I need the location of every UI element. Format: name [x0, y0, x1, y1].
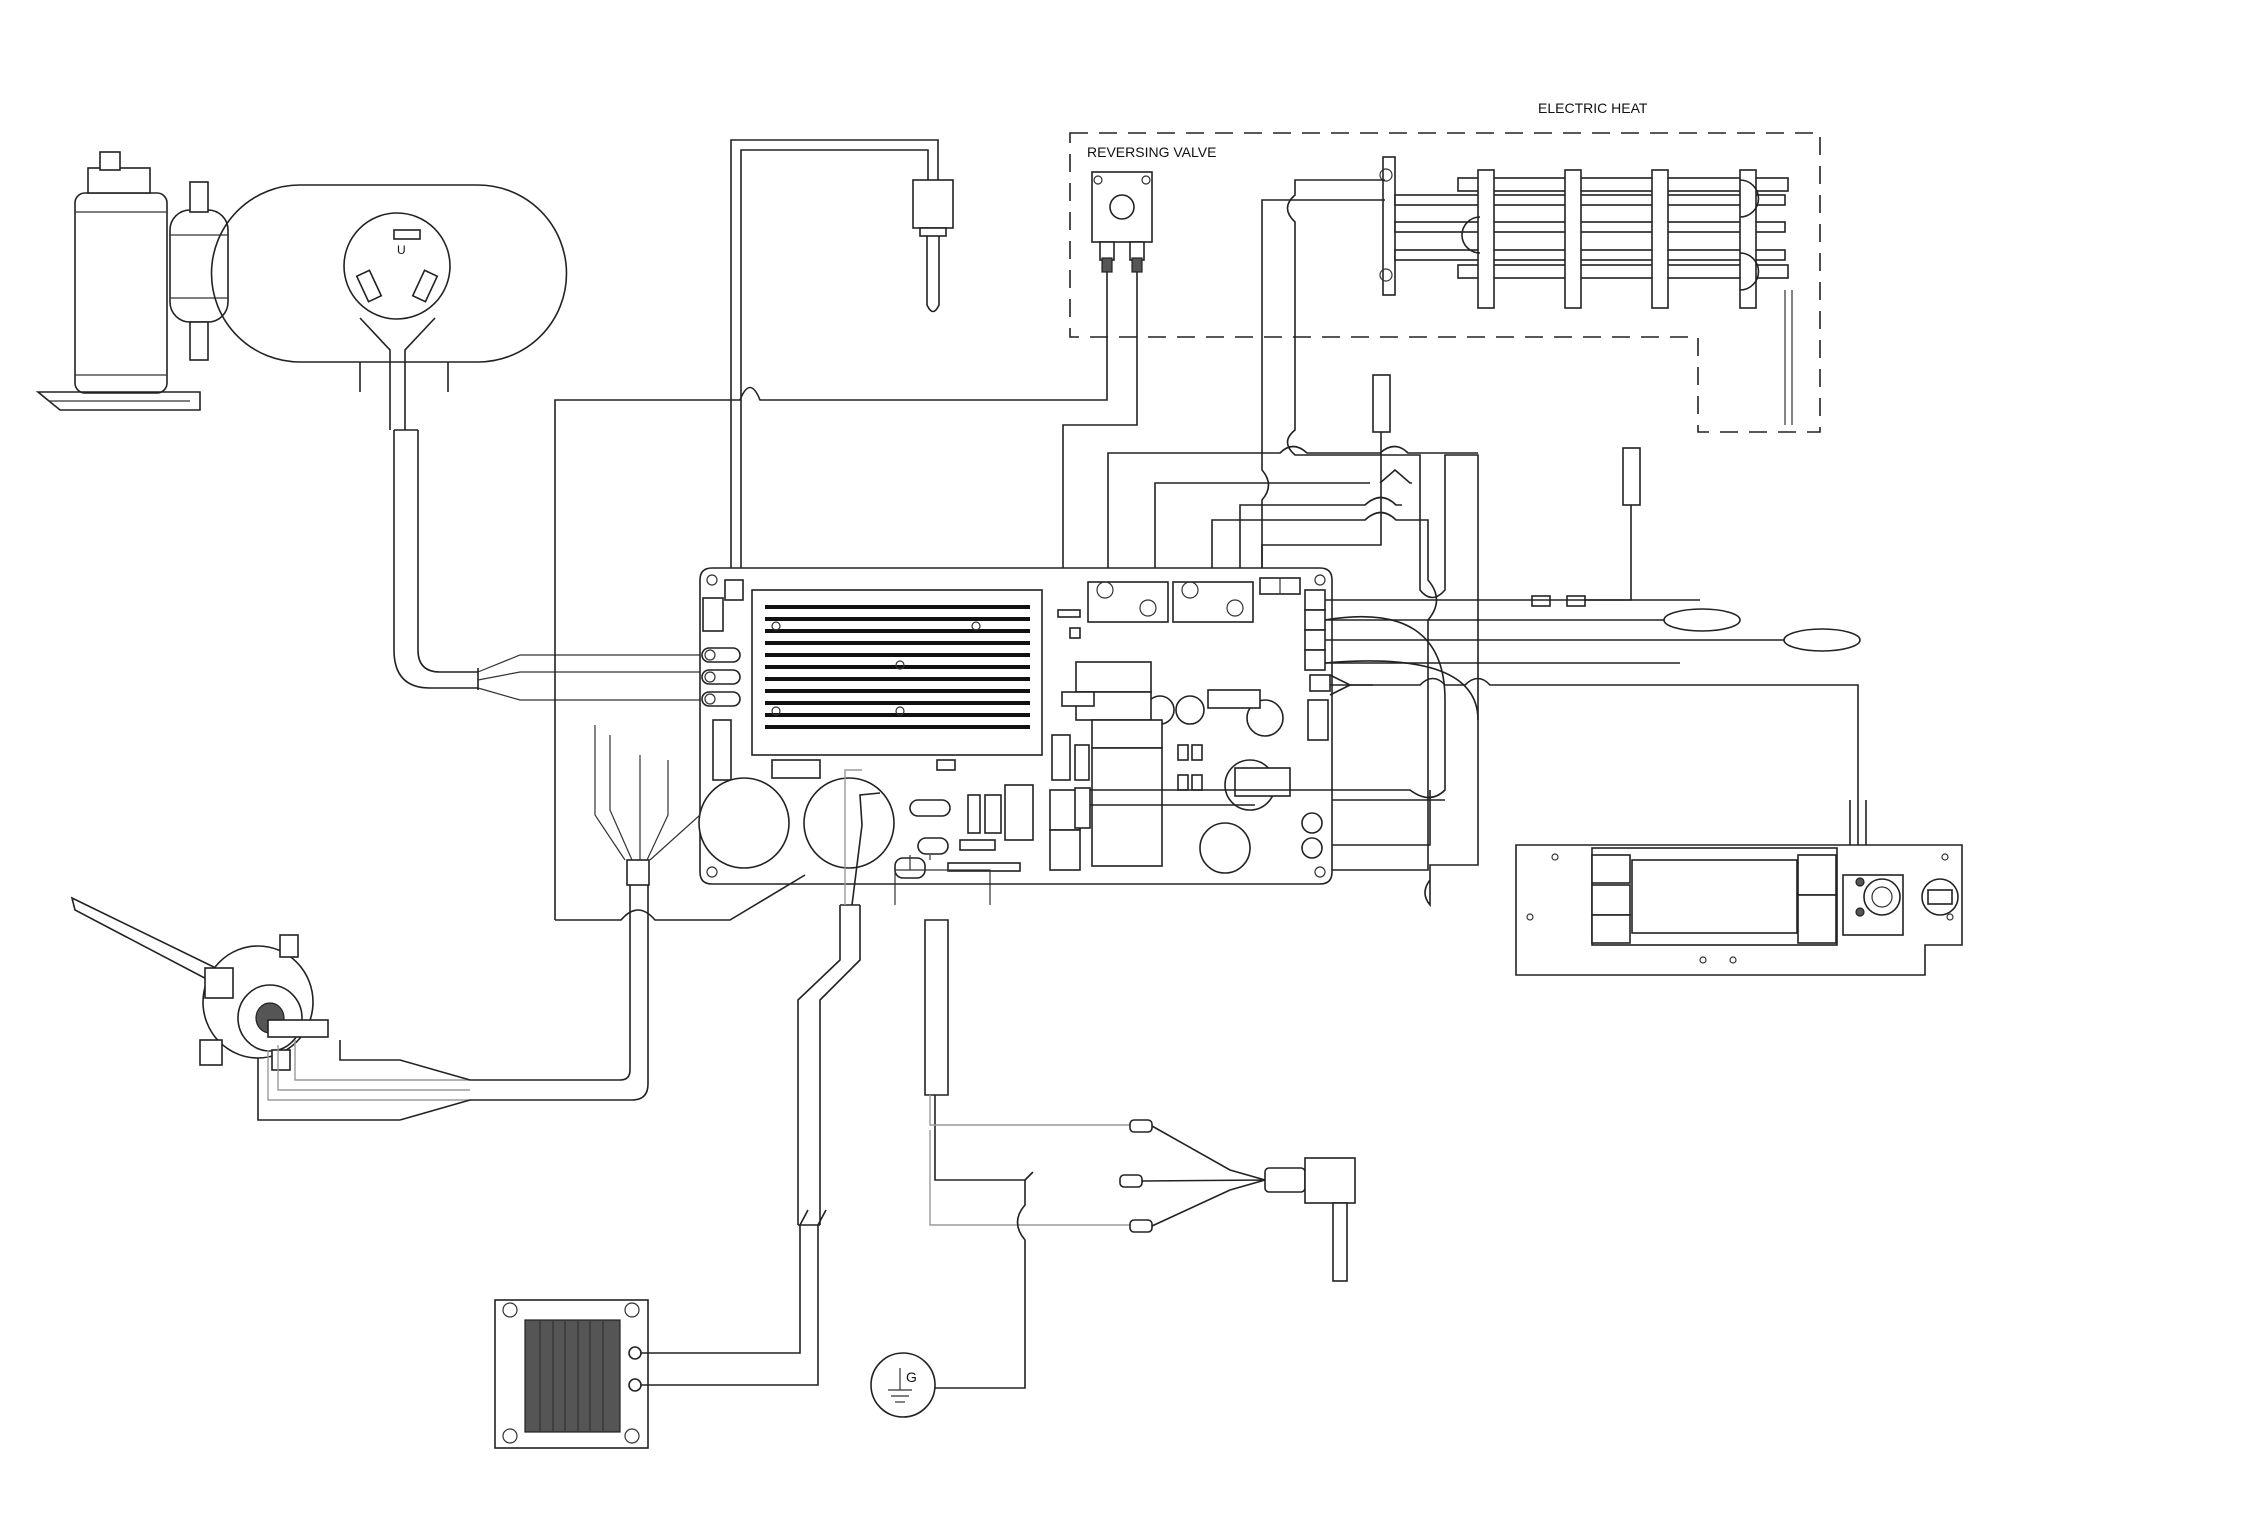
reversing-valve [1092, 172, 1152, 272]
plug-terminal-label: U [397, 243, 406, 257]
sensor-leads [1120, 1120, 1355, 1281]
electric-heater [1380, 157, 1792, 425]
ground-label: G [906, 1369, 917, 1385]
electric-heat-label: ELECTRIC HEAT [1538, 100, 1648, 116]
power-plug: U [212, 185, 567, 430]
reversing-valve-label: REVERSING VALVE [1087, 144, 1216, 160]
compressor [38, 152, 228, 410]
main-control-board [699, 568, 1332, 884]
transformer [495, 1300, 648, 1448]
heatsink [752, 590, 1042, 755]
ground-symbol: G [871, 1353, 935, 1417]
sensor-plug-right [1532, 448, 1640, 606]
sensor-plug-top [1262, 375, 1390, 580]
display-panel [1516, 800, 1962, 975]
fan-motor [72, 898, 470, 1120]
thermistor-sensor [913, 180, 953, 312]
